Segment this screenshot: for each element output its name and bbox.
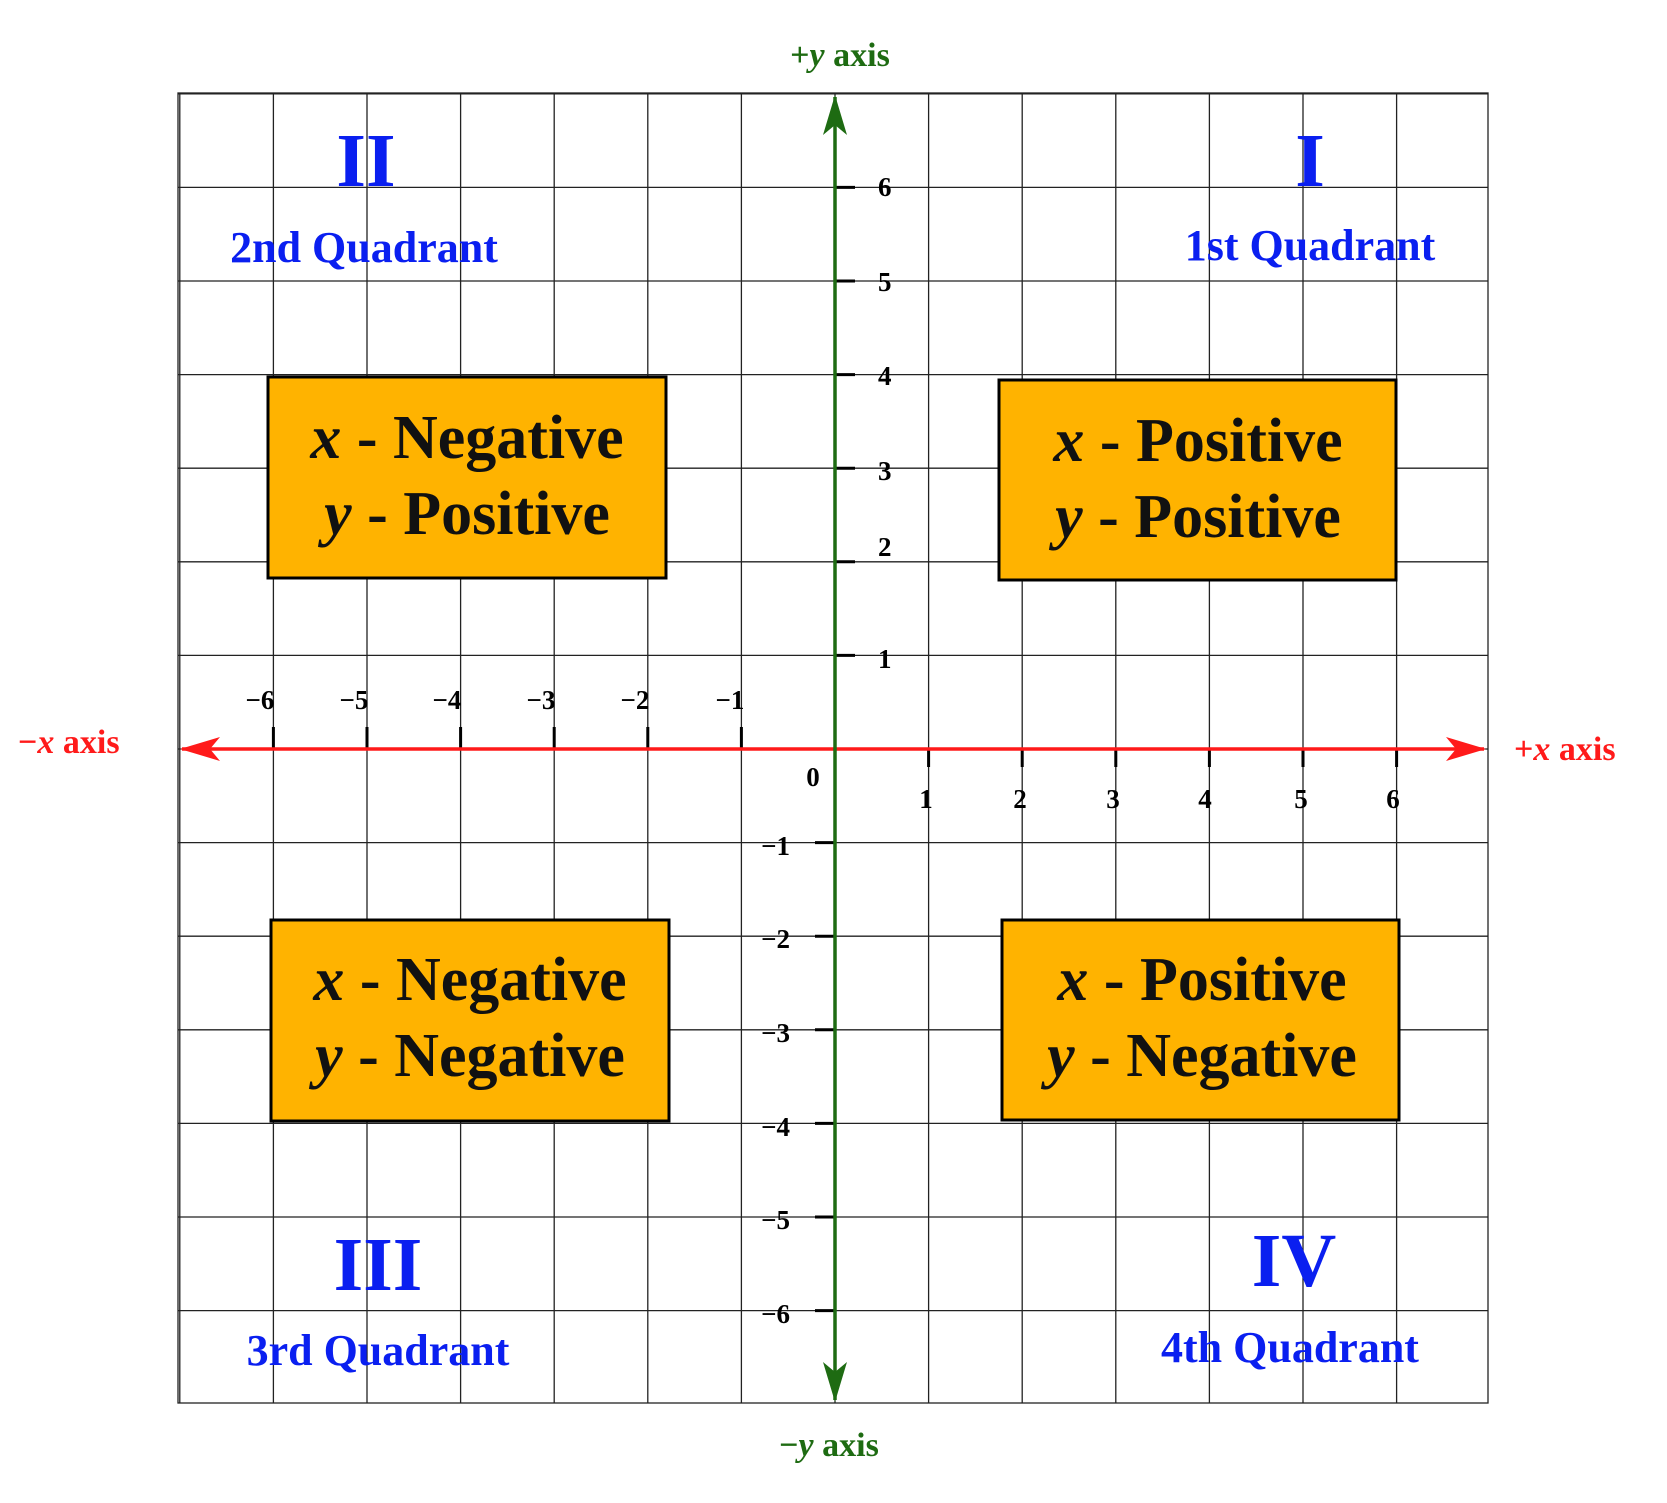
quadrant-iii-x-sign: x - Negative [312, 946, 626, 1014]
quadrant-i-sign-box [997, 378, 1398, 582]
x-tick-label: 1 [919, 784, 933, 814]
quadrant-i-name: 1st Quadrant [1185, 221, 1436, 270]
quadrant-iv-y-sign: y - Negative [1040, 1022, 1357, 1090]
x-tick-label: −3 [527, 685, 556, 715]
quadrant-i-y-sign: y - Positive [1048, 483, 1341, 551]
quadrant-iii-name: 3rd Quadrant [247, 1326, 510, 1375]
y-tick-label: 3 [878, 456, 892, 486]
y-tick-label: 5 [878, 267, 892, 297]
y-tick-label: −1 [761, 831, 790, 861]
quadrant-ii-x-sign: x - Negative [309, 404, 623, 472]
neg-x-axis-label: −x axis [18, 724, 120, 761]
x-tick-label: 5 [1294, 784, 1308, 814]
y-tick-label: 4 [878, 361, 892, 391]
quadrant-iv-name: 4th Quadrant [1161, 1323, 1419, 1372]
x-tick-label: −5 [340, 685, 369, 715]
pos-y-axis-label: +y axis [790, 37, 890, 74]
x-tick-label: −1 [716, 685, 745, 715]
x-tick-label: 4 [1198, 784, 1212, 814]
y-tick-label: 6 [878, 172, 892, 202]
y-tick-label: −2 [761, 924, 790, 954]
quadrant-ii-sign-box [266, 375, 668, 580]
x-tick-label: 3 [1106, 784, 1120, 814]
origin-label: 0 [806, 762, 820, 792]
y-tick-label: 1 [878, 644, 892, 674]
quadrant-iv-sign-box [1000, 918, 1401, 1122]
x-tick-label: 2 [1013, 784, 1027, 814]
x-tick-label: −6 [246, 685, 275, 715]
grid-border [177, 92, 1489, 1404]
y-tick-label: −4 [761, 1112, 790, 1142]
quadrant-iii-sign-box [269, 918, 671, 1123]
x-tick-label: 6 [1386, 784, 1400, 814]
quadrant-ii-y-sign: y - Positive [317, 480, 610, 548]
quadrant-iv-x-sign: x - Positive [1056, 946, 1346, 1014]
quadrant-ii-name: 2nd Quadrant [230, 223, 498, 272]
pos-x-axis-label: +x axis [1514, 731, 1616, 768]
quadrant-iv-numeral: IV [1252, 1219, 1337, 1303]
y-tick-label: −5 [761, 1205, 790, 1235]
neg-y-axis-label: −y axis [779, 1427, 879, 1464]
x-tick-label: −4 [433, 685, 462, 715]
y-tick-label: −3 [761, 1018, 790, 1048]
quadrant-ii-numeral: II [336, 119, 395, 203]
quadrant-iii-numeral: III [334, 1223, 423, 1307]
quadrant-i-numeral: I [1295, 119, 1325, 203]
y-tick-label: 2 [878, 532, 892, 562]
quadrant-i-x-sign: x - Positive [1052, 407, 1342, 475]
quadrant-iii-y-sign: y - Negative [308, 1022, 625, 1090]
x-tick-label: −2 [621, 685, 650, 715]
y-tick-label: −6 [761, 1299, 790, 1329]
